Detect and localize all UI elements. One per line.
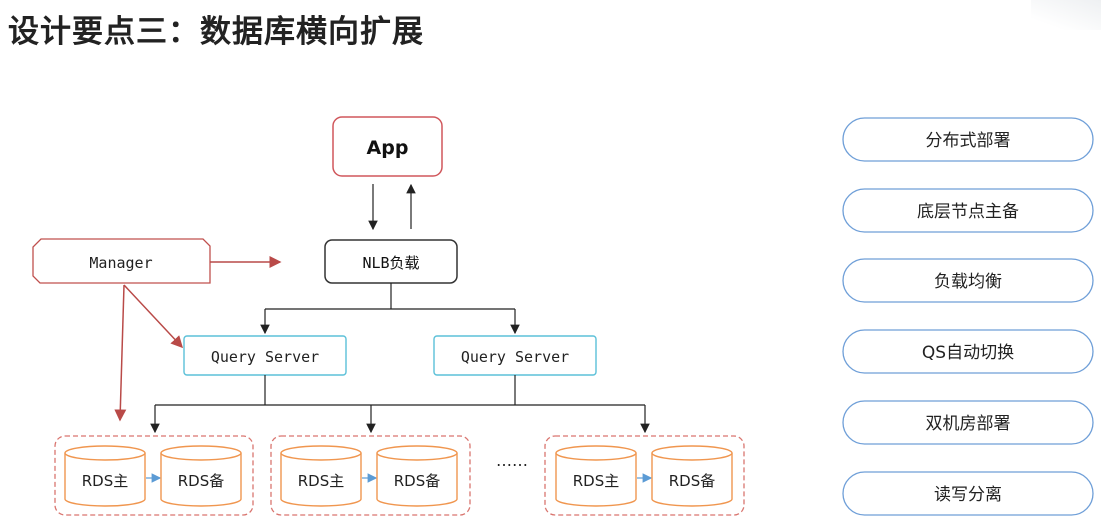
feature-pill-2-label: 底层节点主备 bbox=[917, 202, 1019, 222]
query-server-2: Query Server bbox=[433, 335, 597, 376]
query-to-rds-connectors bbox=[150, 375, 650, 434]
rds-primary-2-label: RDS主 bbox=[298, 472, 345, 490]
rds-standby-3-label: RDS备 bbox=[669, 472, 716, 490]
rds-primary-1: RDS主 bbox=[64, 445, 146, 507]
query-server-2-label: Query Server bbox=[461, 348, 569, 366]
manager-to-rds-arrow bbox=[114, 284, 127, 422]
feature-pill-5-label: 双机房部署 bbox=[926, 414, 1011, 434]
feature-pill-2: 底层节点主备 bbox=[842, 188, 1094, 233]
rds-primary-3-label: RDS主 bbox=[573, 472, 620, 490]
feature-pill-1-label: 分布式部署 bbox=[926, 131, 1011, 151]
manager-label: Manager bbox=[89, 254, 152, 272]
rds-primary-3: RDS主 bbox=[555, 445, 637, 507]
rds-primary-1-label: RDS主 bbox=[82, 472, 129, 490]
feature-pill-6: 读写分离 bbox=[842, 471, 1094, 516]
feature-pill-4: QS自动切换 bbox=[842, 329, 1094, 374]
feature-pill-1: 分布式部署 bbox=[842, 117, 1094, 162]
feature-list: 分布式部署 底层节点主备 负载均衡 QS自动切换 双机房部署 读写分离 bbox=[842, 117, 1094, 516]
query-server-1: Query Server bbox=[183, 335, 347, 376]
rds-primary-2: RDS主 bbox=[280, 445, 362, 507]
rds-group-2: RDS主 RDS备 bbox=[270, 435, 471, 516]
feature-pill-3: 负载均衡 bbox=[842, 258, 1094, 303]
feature-pill-3-label: 负载均衡 bbox=[934, 272, 1002, 292]
manager-node: Manager bbox=[32, 238, 211, 284]
feature-pill-6-label: 读写分离 bbox=[934, 485, 1002, 505]
feature-pill-5: 双机房部署 bbox=[842, 400, 1094, 445]
nlb-to-query-connectors bbox=[260, 283, 520, 335]
nlb-label: NLB负载 bbox=[362, 254, 419, 272]
corner-decoration bbox=[1031, 0, 1101, 30]
query-server-1-label: Query Server bbox=[211, 348, 319, 366]
rds-group-3: RDS主 RDS备 bbox=[544, 435, 745, 516]
rds-standby-3: RDS备 bbox=[651, 445, 733, 507]
manager-to-query-arrow bbox=[123, 284, 184, 349]
rds-standby-2-label: RDS备 bbox=[394, 472, 441, 490]
rds-standby-1-label: RDS备 bbox=[178, 472, 225, 490]
app-label: App bbox=[367, 137, 409, 159]
rds-standby-1: RDS备 bbox=[160, 445, 242, 507]
feature-pill-4-label: QS自动切换 bbox=[922, 343, 1014, 363]
app-node: App bbox=[332, 116, 443, 177]
more-groups-ellipsis: …… bbox=[496, 451, 528, 470]
nlb-node: NLB负载 bbox=[324, 239, 458, 284]
page-title: 设计要点三：数据库横向扩展 bbox=[8, 14, 424, 50]
rds-group-1: RDS主 RDS备 bbox=[54, 435, 254, 516]
rds-standby-2: RDS备 bbox=[376, 445, 458, 507]
